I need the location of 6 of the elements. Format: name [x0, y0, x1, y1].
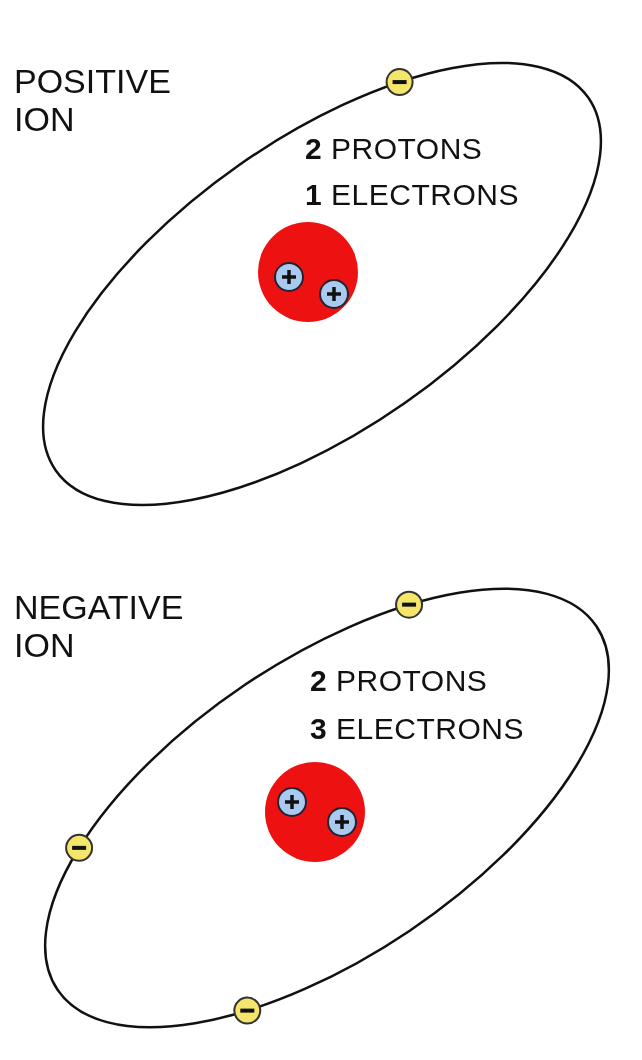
ion-label: NEGATIVE ION [14, 588, 184, 665]
particle-count: 2 PROTONS [305, 132, 483, 166]
particle-count: 2 PROTONS [310, 664, 488, 698]
particle-count: 1 ELECTRONS [305, 178, 519, 212]
ion-label: POSITIVE ION [14, 62, 172, 139]
particle-count: 3 ELECTRONS [310, 712, 524, 746]
